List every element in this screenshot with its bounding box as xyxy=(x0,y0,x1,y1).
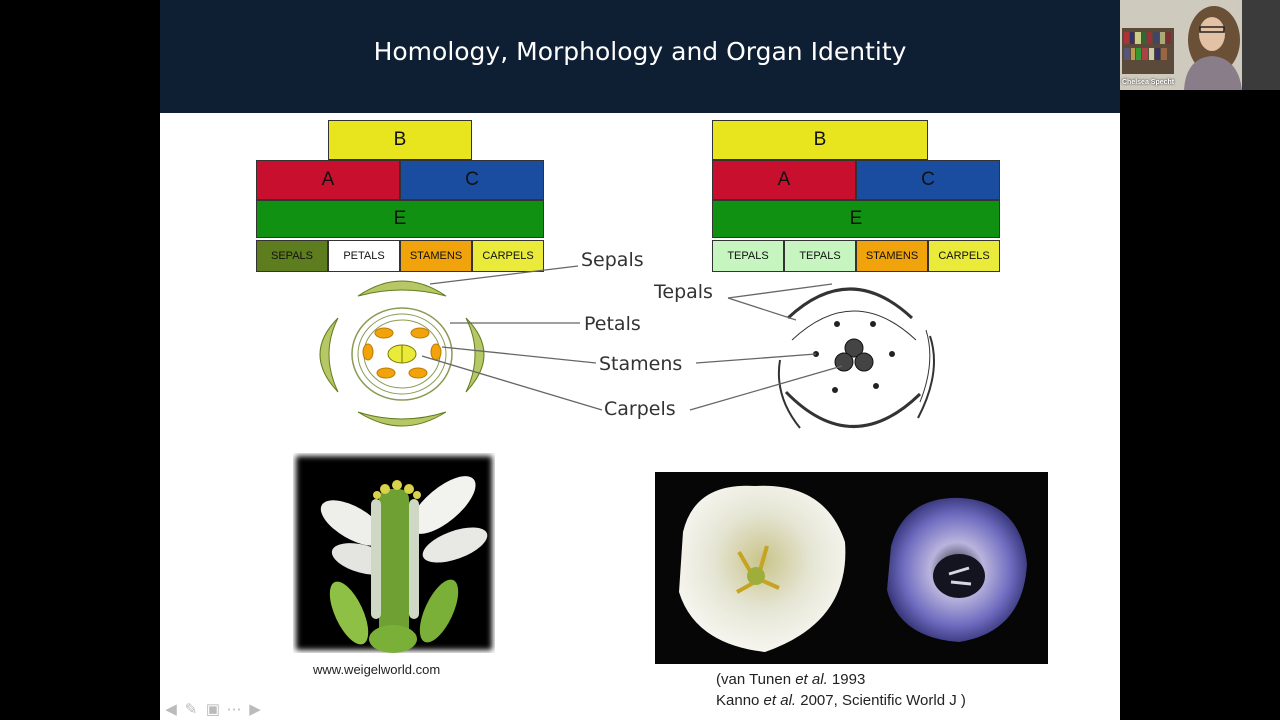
left-a-block: A xyxy=(256,160,400,200)
right-organ-stamens: STAMENS xyxy=(856,240,928,272)
right-organ-carpels: CARPELS xyxy=(928,240,1000,272)
left-floral-diagram xyxy=(319,280,485,427)
right-b-block: B xyxy=(712,120,928,160)
left-c-label: C xyxy=(465,169,479,190)
arabidopsis-flower-photo xyxy=(293,453,495,653)
callout-sepals: Sepals xyxy=(581,249,644,271)
callout-stamens: Stamens xyxy=(599,353,683,375)
slides-icon[interactable]: ▣ xyxy=(205,701,221,718)
left-organ-stamens: STAMENS xyxy=(400,240,472,272)
citation-line-2: Kanno et al. 2007, Scientific World J ) xyxy=(716,690,966,711)
more-icon[interactable]: ⋯ xyxy=(226,701,242,718)
callout-carpels: Carpels xyxy=(604,398,676,420)
left-b-block: B xyxy=(328,120,472,160)
flower-illustration xyxy=(320,476,488,653)
right-a-block: A xyxy=(712,160,856,200)
left-organ-carpels: CARPELS xyxy=(472,240,544,272)
arrow-left-icon[interactable]: ◀ xyxy=(165,701,177,718)
citation-line-1: (van Tunen et al. 1993 xyxy=(716,669,966,690)
arrow-right-icon[interactable]: ▶ xyxy=(249,701,261,718)
left-organ-petals: PETALS xyxy=(328,240,400,272)
tulip-photo xyxy=(655,472,1048,664)
tulip-illustration xyxy=(679,485,1027,652)
photo-credit: www.weigelworld.com xyxy=(313,662,441,677)
citation-1-italic: et al. xyxy=(795,671,828,688)
right-e-label: E xyxy=(849,208,863,229)
citation: (van Tunen et al. 1993 Kanno et al. 2007… xyxy=(716,669,966,711)
right-organ-tepals-1: TEPALS xyxy=(712,240,784,272)
participant-name: Chelsea Specht xyxy=(1122,79,1175,86)
callout-petals: Petals xyxy=(584,313,641,335)
webcam-thumbnail[interactable]: Chelsea Specht xyxy=(1120,0,1280,90)
right-organ-tepals-2: TEPALS xyxy=(784,240,856,272)
citation-2-prefix: Kanno xyxy=(716,692,764,709)
left-a-label: A xyxy=(321,169,335,190)
right-b-label: B xyxy=(813,129,827,150)
citation-2-suffix: 2007, Scientific World J ) xyxy=(796,692,966,709)
left-e-block: E xyxy=(256,200,544,238)
citation-2-italic: et al. xyxy=(763,692,797,709)
right-c-block: C xyxy=(856,160,1000,200)
webcam-scene xyxy=(1120,0,1280,90)
leader-lines xyxy=(421,265,843,411)
right-c-label: C xyxy=(921,169,935,190)
right-floral-diagram xyxy=(777,287,935,429)
citation-1-suffix: 1993 xyxy=(827,671,866,688)
right-a-label: A xyxy=(777,169,791,190)
right-e-block: E xyxy=(712,200,1000,238)
pen-icon[interactable]: ✎ xyxy=(184,701,198,718)
slide-header: Homology, Morphology and Organ Identity xyxy=(160,0,1120,113)
slide-title: Homology, Morphology and Organ Identity xyxy=(373,37,907,66)
slide: Homology, Morphology and Organ Identity … xyxy=(160,0,1120,720)
left-c-block: C xyxy=(400,160,544,200)
citation-1-prefix: (van Tunen xyxy=(716,671,796,688)
callout-tepals: Tepals xyxy=(654,281,713,303)
left-e-label: E xyxy=(393,208,407,229)
left-b-label: B xyxy=(393,129,407,150)
left-organ-sepals: SEPALS xyxy=(256,240,328,272)
